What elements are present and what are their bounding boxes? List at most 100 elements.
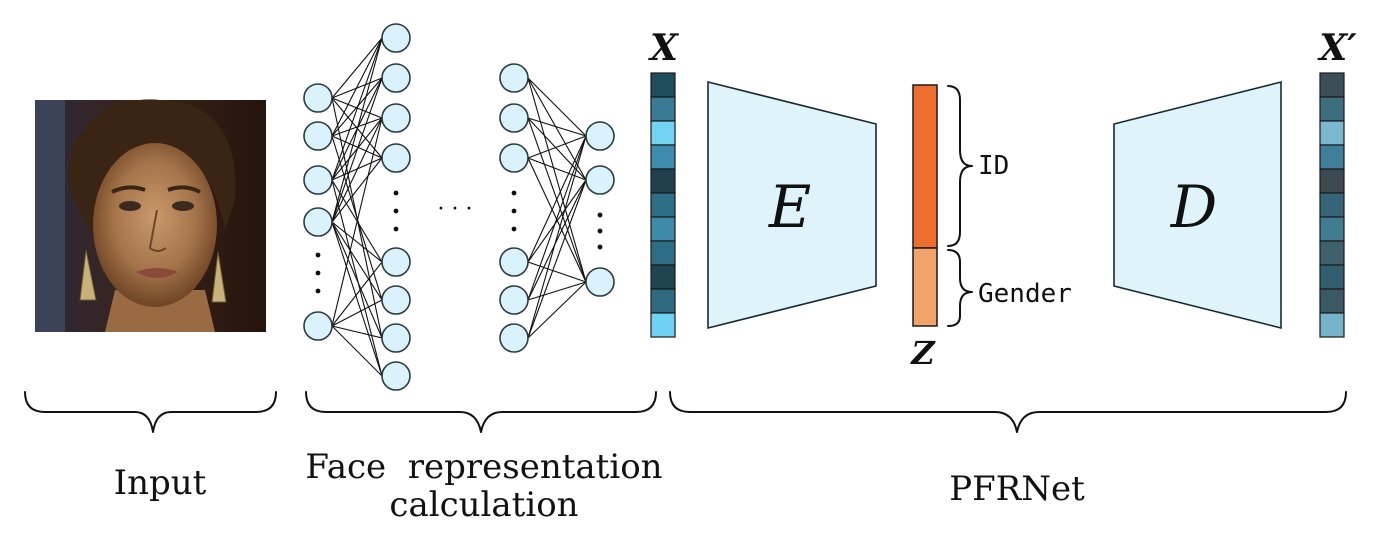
vector-cell — [650, 240, 676, 266]
layer-ellipsis-dots — [315, 190, 603, 294]
network-edge — [527, 179, 587, 263]
pfrnet-caption: PFRNet — [949, 469, 1085, 509]
network-edge — [527, 117, 587, 137]
network-node — [381, 103, 411, 133]
network-edge — [527, 179, 587, 301]
network-node — [381, 247, 411, 277]
network-edge — [331, 37, 383, 223]
network-edge — [527, 157, 587, 181]
network-node — [381, 23, 411, 53]
vector-cell — [650, 144, 676, 170]
network-edge — [331, 179, 383, 377]
network-edge — [331, 221, 383, 339]
vector-cell — [1319, 120, 1345, 146]
network-edge — [527, 157, 587, 283]
network-edge — [527, 135, 587, 263]
network-edges — [331, 37, 587, 377]
vector-cell — [1319, 312, 1345, 338]
network-node — [499, 63, 529, 93]
vector-cell — [1319, 264, 1345, 290]
x-prime-label: X′ — [1317, 27, 1357, 69]
network-node — [381, 285, 411, 315]
id-label: ID — [978, 151, 1009, 181]
network-edge — [527, 261, 587, 283]
face-rep-caption-line1: Face representation — [305, 447, 662, 487]
network-edge — [331, 261, 383, 327]
network-node — [585, 121, 615, 151]
network-edge — [331, 135, 383, 301]
vector-cell — [650, 264, 676, 290]
network-node — [381, 323, 411, 353]
network-edge — [331, 37, 383, 181]
decoder-block — [1113, 80, 1282, 330]
network-node — [303, 207, 333, 237]
network-edge — [331, 37, 383, 99]
vector-cell — [650, 312, 676, 338]
network-edge — [331, 299, 383, 327]
network-edge — [331, 77, 383, 223]
network-node — [585, 267, 615, 297]
network-edge — [527, 135, 587, 339]
face-rep-brace — [305, 391, 657, 433]
network-edge — [527, 179, 587, 339]
vector-cell — [1319, 96, 1345, 122]
network-edge — [527, 77, 587, 137]
horizontal-ellipsis: · · · — [438, 197, 473, 222]
vector-cell — [650, 168, 676, 194]
input-face-image — [35, 99, 266, 332]
pfrnet-brace — [669, 391, 1347, 433]
network-edge — [331, 117, 383, 223]
gender-brace — [947, 249, 973, 327]
network-edge — [527, 135, 587, 301]
x-label: X — [648, 27, 680, 69]
vector-cell — [650, 216, 676, 242]
vector-cell — [1319, 240, 1345, 266]
network-node — [303, 121, 333, 151]
network-edge — [331, 221, 383, 301]
encoder-block — [707, 80, 877, 330]
z-label: Z — [909, 334, 936, 372]
network-node — [381, 143, 411, 173]
vector-cell — [1319, 216, 1345, 242]
input-caption: Input — [114, 463, 207, 503]
network-edge — [527, 281, 587, 339]
network-node — [303, 165, 333, 195]
network-edge — [331, 221, 383, 263]
network-edge — [527, 281, 587, 301]
id-brace — [947, 85, 973, 247]
decoder-label: D — [1170, 173, 1218, 241]
vector-cell — [1319, 168, 1345, 194]
vector-cell — [1319, 144, 1345, 170]
network-node — [381, 63, 411, 93]
network-edge — [527, 135, 587, 159]
vector-cell — [1319, 192, 1345, 218]
network-edge — [527, 77, 587, 283]
vector-cell — [650, 72, 676, 98]
vector-cell — [650, 288, 676, 314]
network-nodes — [303, 23, 615, 391]
network-edge — [331, 117, 383, 137]
network-node — [499, 143, 529, 173]
network-edge — [331, 117, 383, 327]
input-vector-x — [650, 72, 676, 338]
network-edge — [331, 37, 383, 137]
latent-z-gender-segment — [912, 247, 938, 327]
output-vector-x-prime — [1319, 72, 1345, 338]
gender-label: Gender — [978, 279, 1072, 309]
network-edge — [331, 221, 383, 377]
network-edge — [331, 157, 383, 223]
input-brace — [24, 391, 277, 433]
network-node — [585, 165, 615, 195]
network-node — [303, 83, 333, 113]
network-edge — [331, 77, 383, 137]
network-node — [381, 361, 411, 391]
vector-cell — [650, 120, 676, 146]
network-node — [499, 247, 529, 277]
network-edge — [331, 325, 383, 377]
vector-cell — [1319, 288, 1345, 314]
network-node — [499, 285, 529, 315]
vector-cell — [1319, 72, 1345, 98]
face-rep-caption-line2: calculation — [389, 485, 578, 525]
network-node — [499, 103, 529, 133]
